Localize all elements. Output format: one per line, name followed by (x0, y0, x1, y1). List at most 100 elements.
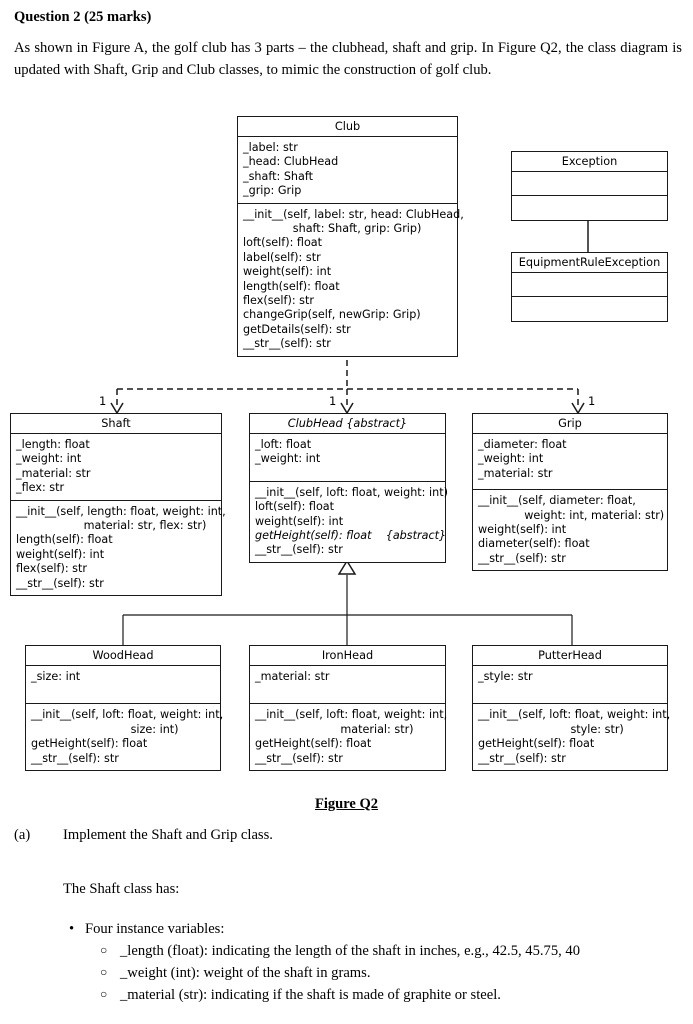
class-box-grip[interactable]: Grip _diameter: float _weight: int _mate… (472, 413, 668, 572)
method-row: diameter(self): float (478, 537, 590, 551)
attribute-row: _material: str (16, 466, 91, 480)
method-row: getHeight(self): float (478, 737, 595, 751)
method-row: material: str, flex: str) (16, 519, 207, 533)
sub-bullet-text: _length (float): indicating the length o… (120, 943, 581, 959)
method-row: length(self): float (16, 533, 113, 547)
method-row: flex(self): str (243, 294, 314, 308)
attribute-row: _shaft: Shaft (243, 169, 313, 183)
class-name-ironhead: IronHead (250, 646, 445, 666)
method-row: getHeight(self): float (255, 737, 372, 751)
class-box-putterhead[interactable]: PutterHead _style: str __init__(self, lo… (472, 645, 671, 772)
method-row: weight(self): int (16, 547, 105, 561)
method-row: __str__(self): str (478, 551, 566, 565)
page-title: Question 2 (25 marks) (14, 9, 152, 25)
class-box-exception[interactable]: Exception (511, 151, 668, 221)
class-name-club: Club (238, 117, 457, 137)
attribute-row: _head: ClubHead (243, 155, 339, 169)
attributes-grip: _diameter: float _weight: int _material:… (473, 434, 667, 491)
multiplicity-shaft: 1 (99, 394, 107, 408)
class-box-club[interactable]: Club _label: str _head: ClubHead _shaft:… (237, 116, 464, 357)
attribute-row: _size: int (31, 670, 81, 683)
methods-club: __init__(self, label: str, head: ClubHea… (238, 204, 464, 356)
sub-bullet-text: _weight (int): weight of the shaft in gr… (120, 965, 371, 981)
bullet-circle-icon: ○ (100, 987, 108, 1001)
class-name-equipment-rule-exception: EquipmentRuleException (512, 253, 667, 273)
method-row: length(self): float (243, 279, 340, 293)
attribute-row: _weight: int (478, 452, 544, 466)
bullet-four-instance-variables: • Four instance variables: (69, 921, 225, 938)
method-row: __str__(self): str (255, 543, 343, 557)
class-box-clubhead[interactable]: ClubHead {abstract} _loft: float _weight… (249, 413, 448, 563)
attribute-row: _grip: Grip (243, 184, 302, 198)
class-box-woodhead[interactable]: WoodHead _size: int __init__(self, loft:… (25, 645, 224, 772)
method-row: getDetails(self): str (243, 322, 351, 336)
method-row: __init__(self, loft: float, weight: int, (478, 708, 671, 722)
class-name-putterhead: PutterHead (473, 646, 667, 666)
method-row: __str__(self): str (16, 576, 104, 590)
class-name-clubhead: ClubHead {abstract} (250, 414, 445, 434)
attribute-row: _loft: float (255, 438, 312, 451)
class-name-exception: Exception (512, 152, 667, 172)
method-row: weight(self): int (255, 514, 344, 528)
method-row: weight(self): int (478, 523, 567, 537)
methods-ironhead: __init__(self, loft: float, weight: int,… (250, 704, 448, 770)
attribute-row: _weight: int (255, 452, 321, 466)
attribute-row: _label: str (243, 141, 298, 154)
attributes-equipment-rule-exception (512, 273, 667, 297)
sub-bullet-weight: ○ _weight (int): weight of the shaft in … (100, 965, 371, 982)
multiplicity-clubhead: 1 (329, 394, 337, 408)
attribute-row: _material: str (255, 670, 330, 683)
method-row: material: str) (255, 722, 414, 736)
methods-exception (512, 196, 667, 220)
methods-shaft: __init__(self, length: float, weight: in… (11, 501, 226, 595)
method-row: weight(self): int (243, 265, 332, 279)
method-row: __init__(self, loft: float, weight: int, (255, 708, 448, 722)
method-row: __str__(self): str (243, 337, 331, 351)
method-row: __init__(self, loft: float, weight: int) (255, 485, 448, 499)
method-row: __str__(self): str (31, 751, 119, 765)
method-row: loft(self): float (255, 500, 335, 514)
methods-putterhead: __init__(self, loft: float, weight: int,… (473, 704, 671, 770)
method-row: weight: int, material: str) (478, 508, 665, 522)
attribute-row: _material: str (478, 466, 553, 480)
sub-bullet-text: _material (str): indicating if the shaft… (120, 987, 501, 1003)
attributes-club: _label: str _head: ClubHead _shaft: Shaf… (238, 137, 457, 204)
bullet-dot-icon: • (69, 921, 75, 937)
class-box-ironhead[interactable]: IronHead _material: str __init__(self, l… (249, 645, 448, 772)
method-row: __init__(self, label: str, head: ClubHea… (243, 207, 464, 221)
multiplicity-grip: 1 (588, 394, 596, 408)
methods-clubhead: __init__(self, loft: float, weight: int)… (250, 482, 448, 562)
methods-equipment-rule-exception (512, 297, 667, 321)
class-box-equipment-rule-exception[interactable]: EquipmentRuleException (511, 252, 668, 322)
shaft-class-intro: The Shaft class has: (63, 881, 180, 897)
method-row: __init__(self, loft: float, weight: int, (31, 708, 224, 722)
intro-paragraph: As shown in Figure A, the golf club has … (14, 40, 682, 78)
figure-caption: Figure Q2 (315, 796, 378, 812)
attribute-row: _flex: str (16, 481, 65, 495)
attributes-putterhead: _style: str (473, 666, 667, 705)
sub-bullet-length: ○ _length (float): indicating the length… (100, 943, 581, 960)
method-row: shaft: Shaft, grip: Grip) (243, 222, 422, 236)
bullet-circle-icon: ○ (100, 965, 108, 979)
method-row-abstract: getHeight(self): float {abstract} (255, 529, 447, 543)
method-row: loft(self): float (243, 236, 323, 250)
method-row: flex(self): str (16, 562, 87, 576)
attribute-row: _style: str (478, 670, 533, 683)
attribute-row: _weight: int (16, 452, 82, 466)
method-row: __str__(self): str (478, 751, 566, 765)
attributes-clubhead: _loft: float _weight: int (250, 434, 445, 482)
method-row: __init__(self, diameter: float, (478, 494, 636, 508)
sub-bullet-material: ○ _material (str): indicating if the sha… (100, 987, 501, 1004)
class-box-shaft[interactable]: Shaft _length: float _weight: int _mater… (10, 413, 226, 597)
method-row: getHeight(self): float (31, 737, 148, 751)
attribute-row: _diameter: float (478, 438, 567, 451)
attributes-exception (512, 172, 667, 196)
method-row: label(self): str (243, 250, 321, 264)
method-row: style: str) (478, 722, 624, 736)
method-row: changeGrip(self, newGrip: Grip) (243, 308, 421, 322)
bullet-text: Four instance variables: (85, 921, 225, 937)
class-name-woodhead: WoodHead (26, 646, 220, 666)
part-a-label: (a) (14, 827, 31, 843)
methods-woodhead: __init__(self, loft: float, weight: int,… (26, 704, 224, 770)
attributes-shaft: _length: float _weight: int _material: s… (11, 434, 221, 501)
